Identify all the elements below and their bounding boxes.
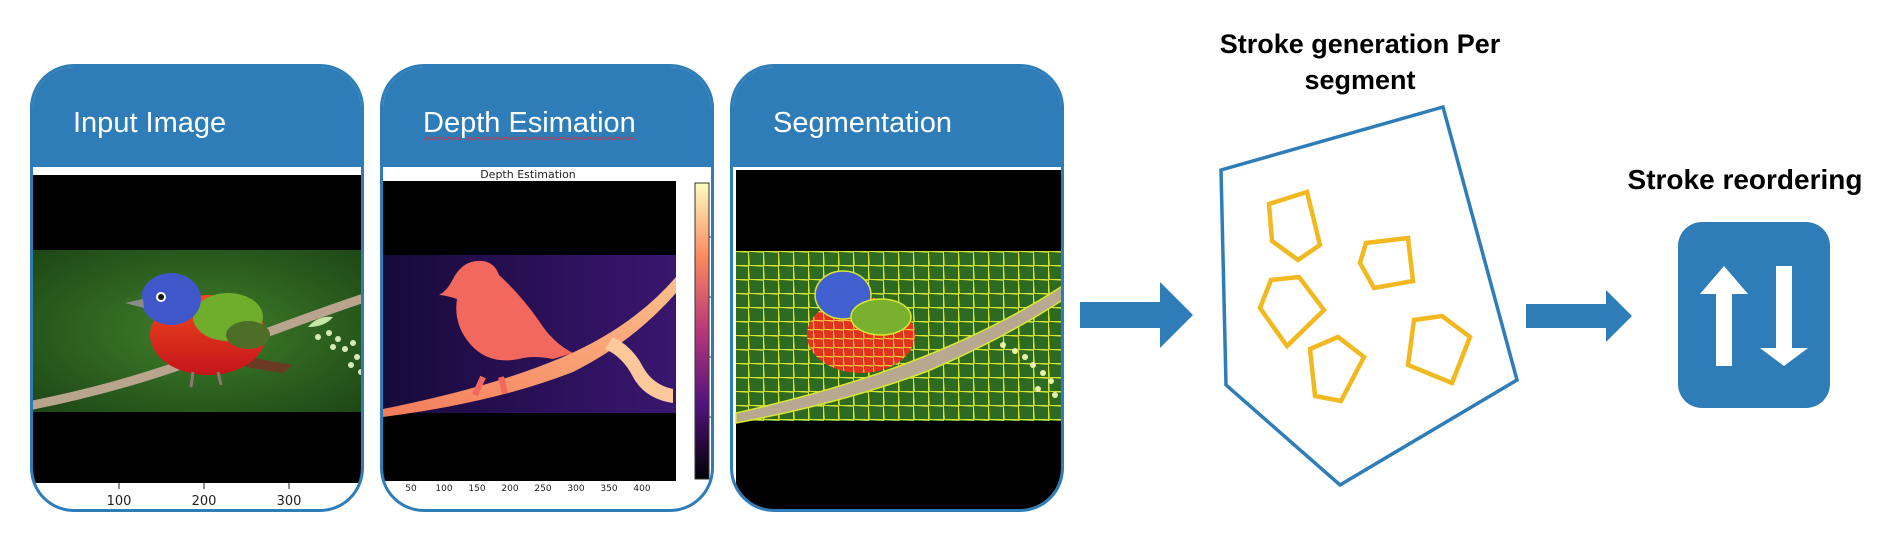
depth-plot-title: Depth Estimation [480,168,576,181]
segmented-branch [735,286,1061,424]
input-image-title: Input Image [73,107,227,139]
depth-bird [439,260,573,361]
stroke-shapes [1257,189,1473,404]
depth-estimation-title: Depth Esimation [423,107,636,139]
swap-vertical-icon [1678,222,1830,408]
depth-branch [383,277,676,417]
segmentation-card: Segmentation [730,64,1064,512]
x-tick-label: 200 [192,494,217,509]
depth-colorbar [694,182,710,480]
arrow-right-icon [1526,290,1632,342]
x-tick-label: 50 [405,484,417,494]
x-tick-label: 200 [501,484,518,494]
x-tick-label: 250 [534,484,551,494]
arrow-right-icon [1080,282,1193,348]
input-image-header: Input Image [33,67,361,167]
depth-estimation-header: Depth Esimation [383,67,711,167]
stroke-pentagon [1307,334,1367,404]
depth-estimation-card: Depth Esimation Depth Estimation [380,64,714,512]
x-tick-label: 300 [567,484,584,494]
depth-bird-legs [472,375,508,397]
segmented-sprig [1000,342,1058,398]
segmented-bird-wing [850,298,912,336]
x-tick-label: 400 [633,484,650,494]
stroke-reordering-label: Stroke reordering [1627,164,1863,195]
x-tick-label: 100 [107,494,132,509]
depth-estimation-panel: Depth Estimation 50 100 150 200 250 300 … [383,168,711,494]
x-tick-label: 350 [600,484,617,494]
input-image-card: Input Image [30,64,364,512]
stroke-pentagon [1357,235,1416,291]
stroke-pentagon [1266,189,1323,263]
bird [125,273,293,388]
segmentation-panel [735,170,1061,509]
leaf-sprig [308,316,333,327]
segmentation-header: Segmentation [733,67,1061,167]
x-tick-label: 150 [468,484,485,494]
stroke-generation-label-line1: Stroke generation Per [1219,29,1501,59]
stroke-pentagon [1257,274,1327,350]
flower-buds [315,330,361,375]
x-tick-label: 300 [277,494,302,509]
segmentation-title: Segmentation [773,107,952,139]
input-image-panel: 100 200 300 [33,167,361,509]
segment-polygon [1219,104,1520,488]
stroke-generation-label: Stroke generation Per segment [1195,26,1525,98]
stroke-generation-label-line2: segment [1304,65,1416,95]
stroke-pentagon [1405,313,1473,386]
x-tick-label: 100 [435,484,452,494]
depth-sprig [605,337,673,403]
